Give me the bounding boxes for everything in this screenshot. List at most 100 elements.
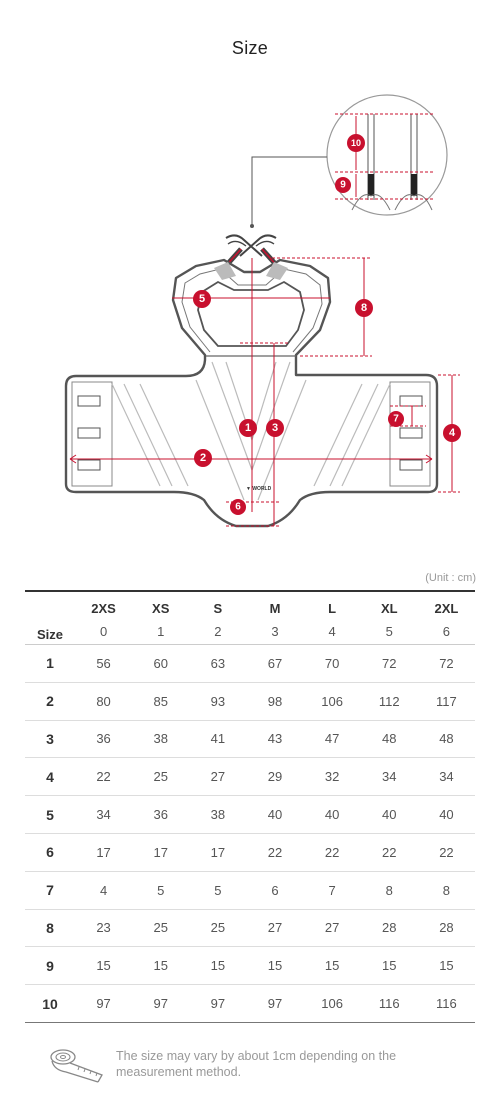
table-cell: 15 (439, 958, 454, 974)
table-cell: 60 (153, 655, 168, 671)
row-label: 10 (42, 995, 58, 1012)
marker-1: 1 (239, 419, 257, 437)
row-label: 9 (46, 957, 54, 974)
row-label: 8 (46, 919, 54, 936)
table-cell: 47 (324, 731, 340, 747)
row-label: 6 (46, 844, 54, 861)
size-code: 6 (442, 623, 451, 639)
size-header: M (269, 601, 281, 616)
row-label: 2 (46, 693, 54, 710)
measurement-note: The size may vary by about 1cm depending… (48, 1046, 468, 1090)
table-cell: 22 (382, 844, 397, 860)
row-label: 4 (46, 768, 54, 785)
size-corner-label: Size (36, 627, 63, 642)
table-cell: 112 (378, 693, 400, 709)
size-code: 4 (328, 623, 336, 639)
table-cell: 117 (436, 693, 457, 709)
svg-text:4: 4 (449, 427, 456, 439)
row-label: 5 (46, 806, 54, 823)
table-cell: 93 (210, 693, 226, 709)
row-label: 1 (46, 655, 54, 672)
size-code: 2 (214, 623, 222, 639)
table-cell: 80 (96, 693, 111, 709)
row-label: 7 (46, 882, 54, 899)
size-header-row: Size 2XS XS S M L XL 2XL (25, 591, 475, 642)
table-cell: 28 (439, 920, 454, 936)
table-cell: 5 (157, 882, 165, 898)
table-cell: 38 (153, 731, 168, 747)
measurement-note-text: The size may vary by about 1cm depending… (116, 1049, 397, 1079)
size-table: Size 2XS XS S M L XL 2XL 0 1 2 3 4 5 6 1… (25, 590, 475, 1023)
size-code: 3 (271, 623, 279, 639)
table-cell: 72 (382, 655, 397, 671)
svg-text:3: 3 (272, 422, 278, 434)
svg-text:8: 8 (361, 302, 367, 314)
table-cell: 27 (324, 920, 340, 936)
svg-text:9: 9 (340, 180, 346, 191)
table-cell: 40 (382, 807, 397, 823)
table-cell: 15 (210, 958, 226, 974)
table-cell: 34 (382, 769, 397, 785)
svg-text:10: 10 (351, 138, 361, 148)
table-cell: 36 (153, 807, 168, 823)
table-cell: 106 (321, 996, 343, 1012)
table-cell: 97 (96, 996, 111, 1012)
table-cell: 7 (328, 882, 336, 898)
table-cell: 56 (96, 655, 111, 671)
marker-2: 2 (194, 449, 212, 467)
table-cell: 27 (210, 769, 226, 785)
table-cell: 25 (210, 920, 226, 936)
table-cell: 97 (210, 996, 226, 1012)
svg-text:7: 7 (393, 414, 399, 425)
size-code-row: 0 1 2 3 4 5 6 (25, 618, 475, 645)
row-label: 3 (46, 730, 54, 747)
svg-text:5: 5 (199, 293, 205, 305)
table-cell: 25 (153, 769, 168, 785)
svg-text:1: 1 (245, 422, 251, 434)
svg-text:2: 2 (200, 452, 206, 464)
table-cell: 15 (324, 958, 340, 974)
size-code: 1 (157, 623, 165, 639)
table-cell: 63 (210, 655, 226, 671)
table-cell: 23 (96, 920, 111, 936)
table-cell: 15 (96, 958, 111, 974)
marker-10: 10 (347, 134, 365, 152)
page-title: Size (231, 38, 269, 58)
table-cell: 67 (267, 655, 283, 671)
table-cell: 32 (324, 769, 340, 785)
table-cell: 8 (442, 882, 451, 898)
measuring-tape-icon (50, 1049, 103, 1083)
size-code: 5 (385, 623, 393, 639)
table-cell: 40 (324, 807, 340, 823)
table-cell: 106 (321, 693, 343, 709)
table-cell: 22 (324, 844, 340, 860)
chest-guard-diagram: ▼ WORLD 1 2 3 4 5 6 7 8 9 10 (64, 94, 461, 528)
table-cell: 85 (153, 693, 168, 709)
table-cell: 28 (382, 920, 397, 936)
table-cell: 17 (210, 844, 226, 860)
table-cell: 36 (96, 731, 111, 747)
table-cell: 48 (439, 731, 454, 747)
strap-detail-zoom (326, 94, 448, 216)
marker-3: 3 (266, 419, 284, 437)
table-cell: 4 (99, 882, 108, 898)
table-cell: 116 (378, 996, 400, 1012)
size-header: L (328, 601, 337, 616)
marker-7: 7 (388, 411, 404, 427)
table-cell: 97 (153, 996, 168, 1012)
table-cell: 48 (382, 731, 397, 747)
size-code: 0 (99, 623, 108, 639)
table-cell: 22 (96, 769, 111, 785)
size-header: S (213, 601, 223, 616)
marker-9: 9 (335, 177, 351, 193)
table-cell: 15 (153, 958, 168, 974)
table-cell: 34 (96, 807, 111, 823)
table-cell: 17 (96, 844, 111, 860)
